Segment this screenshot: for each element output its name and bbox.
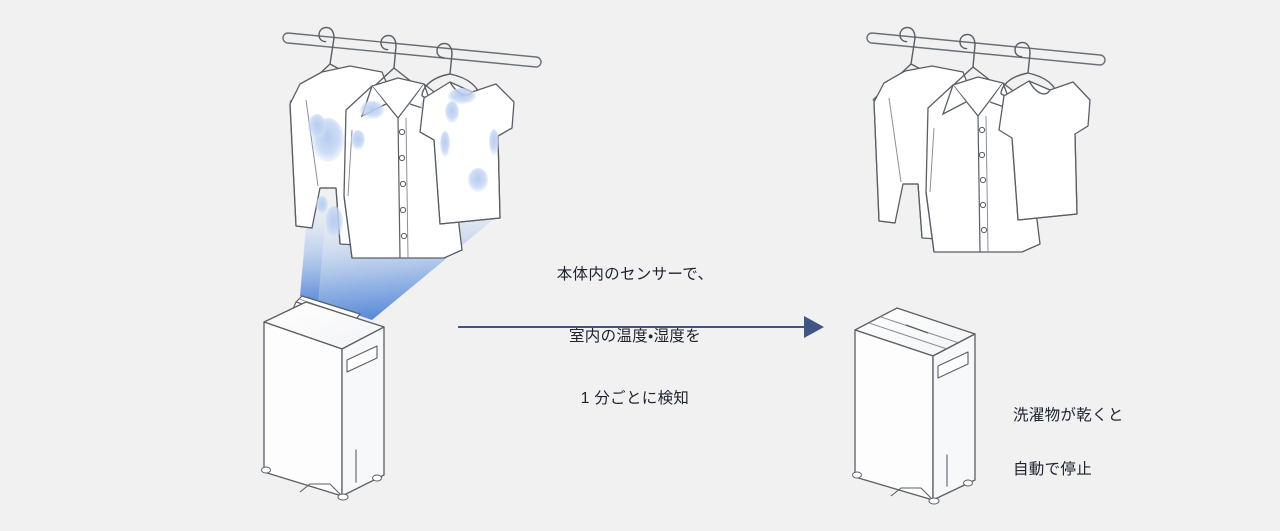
right-caption-line-2: 自動で停止 bbox=[1013, 461, 1093, 478]
damp-spots-garment-c bbox=[440, 88, 499, 192]
garment-t-shirt-right bbox=[998, 80, 1091, 221]
garment-t-shirt-left bbox=[419, 81, 515, 225]
left-scene-group bbox=[261, 26, 542, 501]
shirt-buttons-left bbox=[398, 128, 408, 240]
process-flow-arrow bbox=[458, 316, 824, 338]
damp-spots-garment-a bbox=[308, 114, 344, 238]
right-caption: 洗濯物が乾くと 自動で停止 bbox=[1013, 375, 1233, 510]
right-caption-line-1: 洗濯物が乾くと bbox=[1013, 407, 1124, 424]
shirt-buttons-right bbox=[978, 126, 988, 234]
clothes-rail-right bbox=[866, 32, 1106, 66]
clothes-rail-left bbox=[282, 32, 542, 68]
dehumidifier-unit-stopped bbox=[852, 307, 976, 505]
center-caption-line-1: 本体内のセンサーで、 bbox=[556, 266, 714, 283]
center-caption: 本体内のセンサーで、 室内の温度・湿度を 1 分ごとに検知 bbox=[465, 228, 805, 445]
center-caption-line-2: 室内の温度・湿度を bbox=[568, 328, 702, 345]
right-scene-group bbox=[852, 26, 1106, 505]
center-caption-line-3: 1 分ごとに検知 bbox=[580, 390, 690, 407]
louver-closed bbox=[868, 316, 960, 350]
dehumidifier-unit-running bbox=[261, 295, 385, 501]
